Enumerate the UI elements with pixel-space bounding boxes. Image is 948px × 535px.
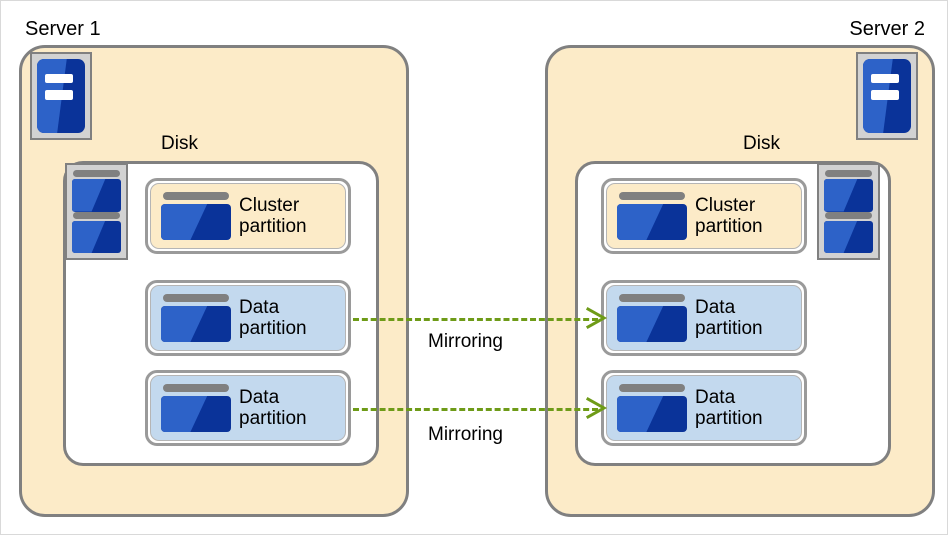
partition-label: Cluster partition xyxy=(695,194,763,237)
partition-icon-bar xyxy=(163,192,229,200)
partition-label: Data partition xyxy=(695,386,763,429)
disk-unit-bar xyxy=(73,170,120,177)
disk-unit-body xyxy=(72,220,121,253)
server-2-data-partition-2[interactable]: Data partition xyxy=(601,370,807,446)
partition-icon xyxy=(161,384,231,432)
partition-inner: Data partition xyxy=(150,375,346,441)
partition-inner: Data partition xyxy=(150,285,346,351)
partition-icon xyxy=(617,294,687,342)
partition-icon-body xyxy=(617,204,687,240)
server-2-data-partition-1[interactable]: Data partition xyxy=(601,280,807,356)
disk-unit-bar xyxy=(825,170,872,177)
partition-inner: Data partition xyxy=(606,375,802,441)
partition-icon xyxy=(161,294,231,342)
disk-unit-body xyxy=(72,179,121,212)
server-slot-top xyxy=(870,73,899,84)
partition-icon-bar xyxy=(619,384,685,392)
disk-unit-body xyxy=(824,179,873,212)
server-slot-bottom xyxy=(44,90,73,100)
partition-icon xyxy=(617,192,687,240)
server-2-caption: Server 2 xyxy=(849,18,925,40)
server-chassis xyxy=(37,59,85,133)
partition-icon-body xyxy=(617,306,687,342)
partition-icon-bar xyxy=(163,384,229,392)
server-icon xyxy=(30,52,92,140)
server-1-disk-label: Disk xyxy=(161,133,198,154)
disk-unit-bar xyxy=(73,211,120,219)
server-slot-top xyxy=(44,73,73,84)
disk-unit-body xyxy=(824,220,873,253)
server-icon xyxy=(856,52,918,140)
disk-unit xyxy=(72,211,121,253)
mirroring-label-2: Mirroring xyxy=(428,424,503,445)
partition-inner: Cluster partition xyxy=(606,183,802,249)
partition-icon-bar xyxy=(619,294,685,302)
server-2-disk-label: Disk xyxy=(743,133,780,154)
partition-icon-body xyxy=(161,204,231,240)
server-1-caption: Server 1 xyxy=(25,18,101,40)
server-1-data-partition-1[interactable]: Data partition xyxy=(145,280,351,356)
partition-icon-body xyxy=(617,396,687,432)
server-slot-bottom xyxy=(870,90,899,100)
disk-stack-icon xyxy=(817,163,880,260)
disk-unit xyxy=(824,170,873,212)
partition-icon xyxy=(617,384,687,432)
partition-icon-bar xyxy=(619,192,685,200)
server-1-data-partition-2[interactable]: Data partition xyxy=(145,370,351,446)
disk-stack-icon xyxy=(65,163,128,260)
partition-label: Data partition xyxy=(239,296,307,339)
mirroring-arrow-line-1 xyxy=(353,318,598,321)
server-chassis xyxy=(863,59,911,133)
partition-inner: Cluster partition xyxy=(150,183,346,249)
server-1-cluster-partition[interactable]: Cluster partition xyxy=(145,178,351,254)
server-2-cluster-partition[interactable]: Cluster partition xyxy=(601,178,807,254)
partition-label: Data partition xyxy=(239,386,307,429)
disk-unit xyxy=(72,170,121,212)
partition-label: Data partition xyxy=(695,296,763,339)
disk-unit-bar xyxy=(825,211,872,219)
disk-unit xyxy=(824,211,873,253)
partition-inner: Data partition xyxy=(606,285,802,351)
partition-icon-bar xyxy=(163,294,229,302)
partition-label: Cluster partition xyxy=(239,194,307,237)
partition-icon-body xyxy=(161,306,231,342)
partition-icon-body xyxy=(161,396,231,432)
mirroring-label-1: Mirroring xyxy=(428,331,503,352)
partition-icon xyxy=(161,192,231,240)
mirroring-arrow-line-2 xyxy=(353,408,598,411)
